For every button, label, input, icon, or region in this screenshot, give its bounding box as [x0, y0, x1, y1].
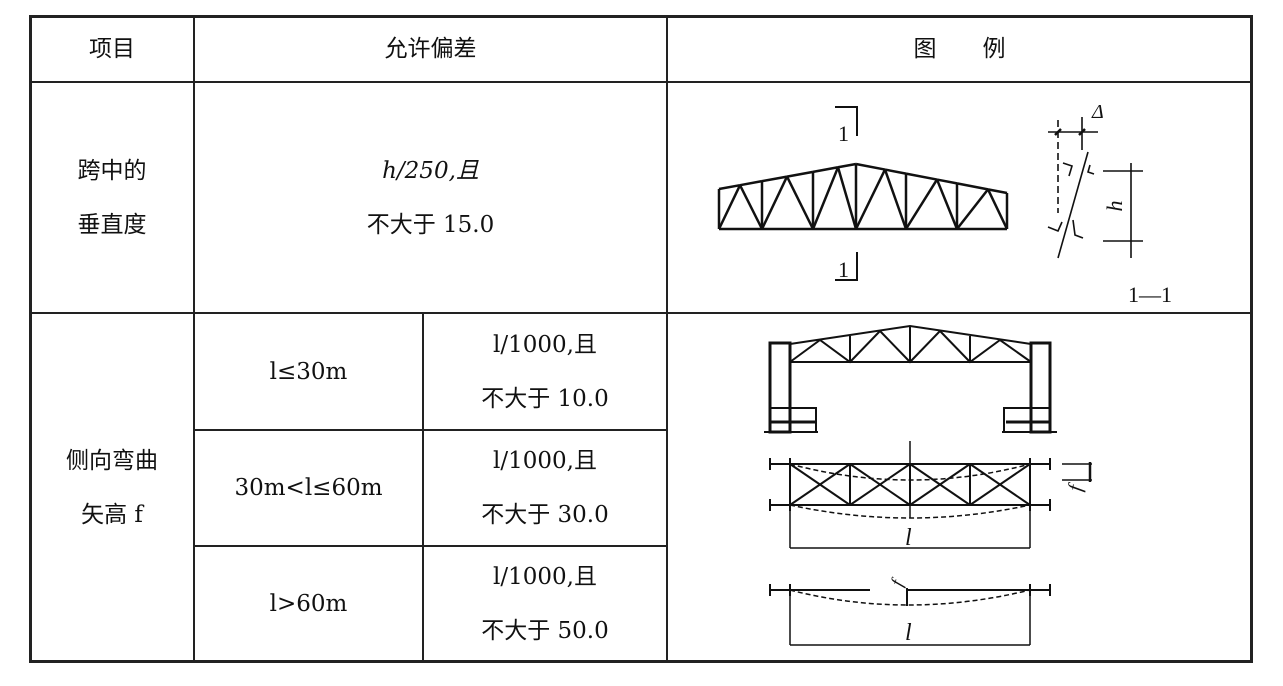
- subrow-divider: [194, 429, 667, 431]
- member-line: [836, 166, 858, 230]
- member-line: [936, 178, 958, 185]
- tolerance-line: 不大于 10.0: [481, 385, 609, 412]
- header-item-label: 项目: [89, 35, 135, 62]
- member-line: [786, 170, 814, 178]
- tolerance-line: l/1000,且: [493, 331, 597, 358]
- cross-section-figure: [1047, 117, 1143, 259]
- member-line: [717, 184, 742, 230]
- column-divider: [193, 15, 195, 662]
- member-line: [812, 166, 839, 174]
- tolerance-cell: l/1000,且 不大于 10.0: [423, 313, 667, 430]
- member-line: [935, 179, 959, 230]
- item-line: 跨中的: [77, 157, 147, 184]
- row1-tolerance: h/250,且 不大于 15.0: [194, 82, 667, 313]
- section-mark: [835, 106, 858, 281]
- item-line: 矢高 f: [81, 501, 143, 528]
- subrow-divider: [194, 545, 667, 547]
- height-label: h: [1102, 201, 1127, 212]
- simple-span-figure: [769, 584, 1051, 646]
- member-line: [849, 463, 911, 506]
- portal-frame-figure: [764, 324, 1057, 434]
- member-line: [986, 188, 1009, 230]
- member-line: [789, 463, 851, 506]
- member-line: [969, 463, 1031, 506]
- member-line: [761, 175, 788, 183]
- tolerance-line: h/250,且: [382, 157, 479, 184]
- member-line: [956, 188, 989, 230]
- truss-elevation-figure: [717, 162, 1009, 231]
- plan-bracing-figure: [769, 441, 1092, 549]
- span-label: l: [905, 620, 912, 646]
- member-line: [855, 162, 886, 171]
- tolerance-line: 不大于 30.0: [481, 502, 609, 528]
- tolerance-line: l/1000,且: [493, 564, 597, 590]
- delta-label: Δ: [1091, 101, 1104, 123]
- header-tolerance: 允许偏差: [194, 15, 667, 82]
- row1-item: 跨中的 垂直度: [30, 82, 194, 313]
- header-divider: [30, 81, 1252, 83]
- condition-cell: 30m<l≤60m: [194, 430, 423, 546]
- span-label: l: [905, 525, 912, 551]
- condition-cell: l≤30m: [194, 313, 423, 430]
- condition-cell: l>60m: [194, 546, 423, 662]
- member-line: [905, 172, 938, 181]
- condition: 30m<l≤60m: [234, 475, 383, 501]
- member-line: [884, 168, 907, 175]
- member-line: [956, 182, 989, 191]
- item-line: 垂直度: [77, 211, 147, 238]
- row2-item: 侧向弯曲 矢高 f: [30, 313, 194, 662]
- header-figure: 图 例: [667, 15, 1252, 82]
- table-border: [29, 15, 1253, 663]
- member-line: [811, 166, 840, 230]
- member-line: [854, 169, 887, 230]
- tolerance-cell: l/1000,且 不大于 30.0: [423, 430, 667, 546]
- column-divider: [666, 15, 668, 662]
- member-line: [904, 178, 939, 230]
- tolerance-cell: l/1000,且 不大于 50.0: [423, 546, 667, 662]
- sag-label: f: [887, 574, 909, 588]
- section-name-label: 1—1: [1128, 282, 1172, 307]
- deflection-curve: [789, 463, 1031, 481]
- condition: l>60m: [269, 591, 348, 617]
- header-item: 项目: [30, 15, 194, 82]
- item-line: 侧向弯曲: [66, 447, 158, 474]
- member-line: [909, 463, 971, 506]
- member-line: [739, 179, 763, 187]
- member-line: [987, 188, 1008, 195]
- member-line: [837, 162, 857, 169]
- condition: l≤30m: [269, 358, 348, 385]
- header-figure-label: 图 例: [913, 35, 1006, 62]
- deflection-curve: [789, 504, 1031, 519]
- sag-label: f: [1064, 481, 1087, 493]
- member-line: [785, 176, 815, 230]
- member-line: [883, 169, 908, 230]
- member-line: [760, 176, 789, 230]
- header-tolerance-label: 允许偏差: [384, 35, 477, 62]
- row-divider: [30, 312, 1252, 314]
- section-mark-label: 1: [838, 121, 849, 146]
- member-line: [738, 184, 764, 230]
- section-mark-label: 1: [838, 257, 849, 282]
- tolerance-line: 不大于 50.0: [481, 618, 609, 644]
- column-divider: [422, 312, 424, 662]
- tolerance-line: 不大于 15.0: [366, 211, 495, 238]
- member-line: [718, 183, 741, 191]
- tolerance-line: l/1000,且: [493, 448, 597, 474]
